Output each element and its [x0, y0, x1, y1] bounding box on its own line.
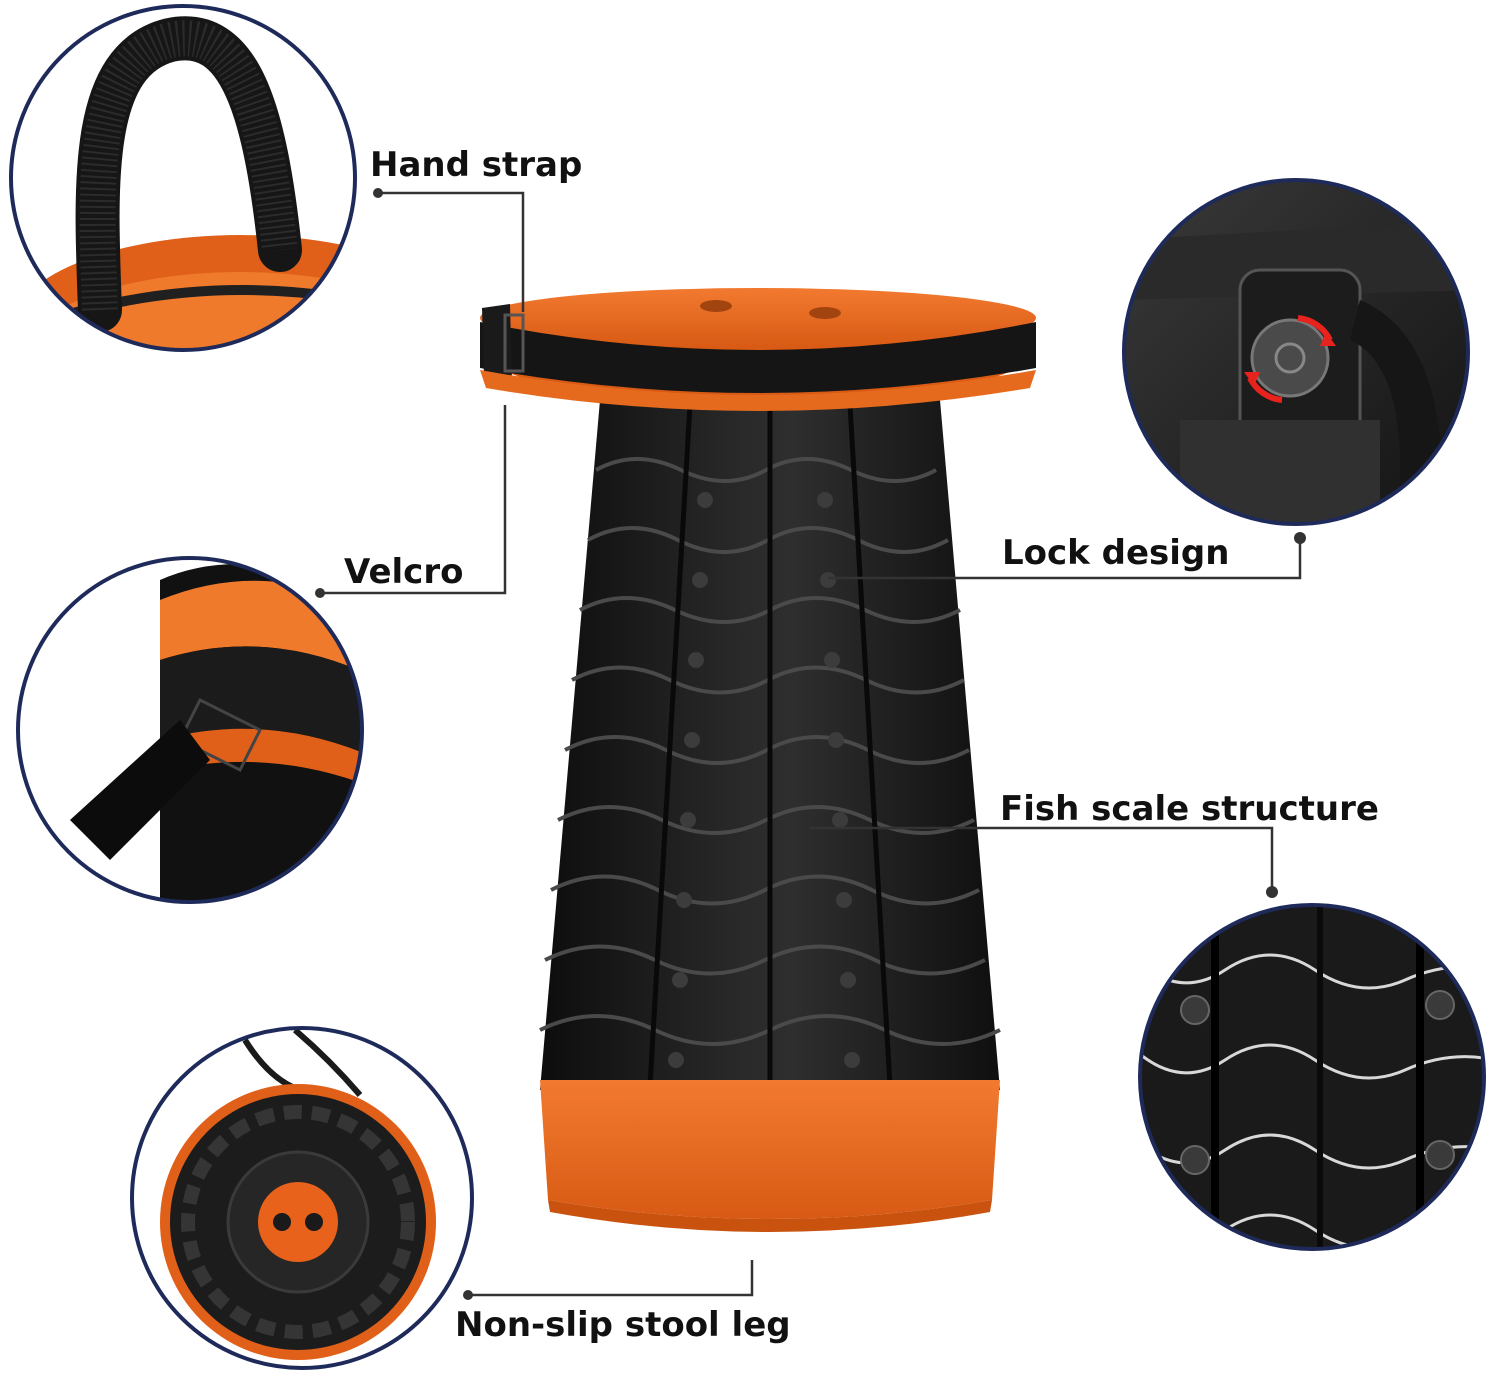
label-non-slip-leg: Non-slip stool leg	[455, 1305, 791, 1345]
leader-fish-scale	[810, 826, 1274, 890]
stool-main	[480, 288, 1036, 1232]
leader-non-slip	[468, 1260, 754, 1297]
label-velcro: Velcro	[344, 552, 464, 592]
detail-lock-image	[1122, 178, 1470, 526]
detail-stool-bottom-image	[130, 1026, 474, 1370]
detail-fish-scale-image	[1138, 903, 1486, 1251]
leader-velcro	[320, 405, 507, 595]
detail-hand-strap-image	[9, 4, 357, 352]
label-lock-design: Lock design	[1002, 533, 1230, 573]
leader-hand-strap	[378, 191, 525, 312]
leader-dots	[315, 188, 1306, 1300]
leader-lines	[320, 191, 1302, 1297]
detail-velcro-image	[16, 556, 364, 904]
leader-lock	[828, 540, 1302, 580]
label-hand-strap: Hand strap	[370, 145, 583, 185]
label-fish-scale: Fish scale structure	[1000, 789, 1379, 829]
